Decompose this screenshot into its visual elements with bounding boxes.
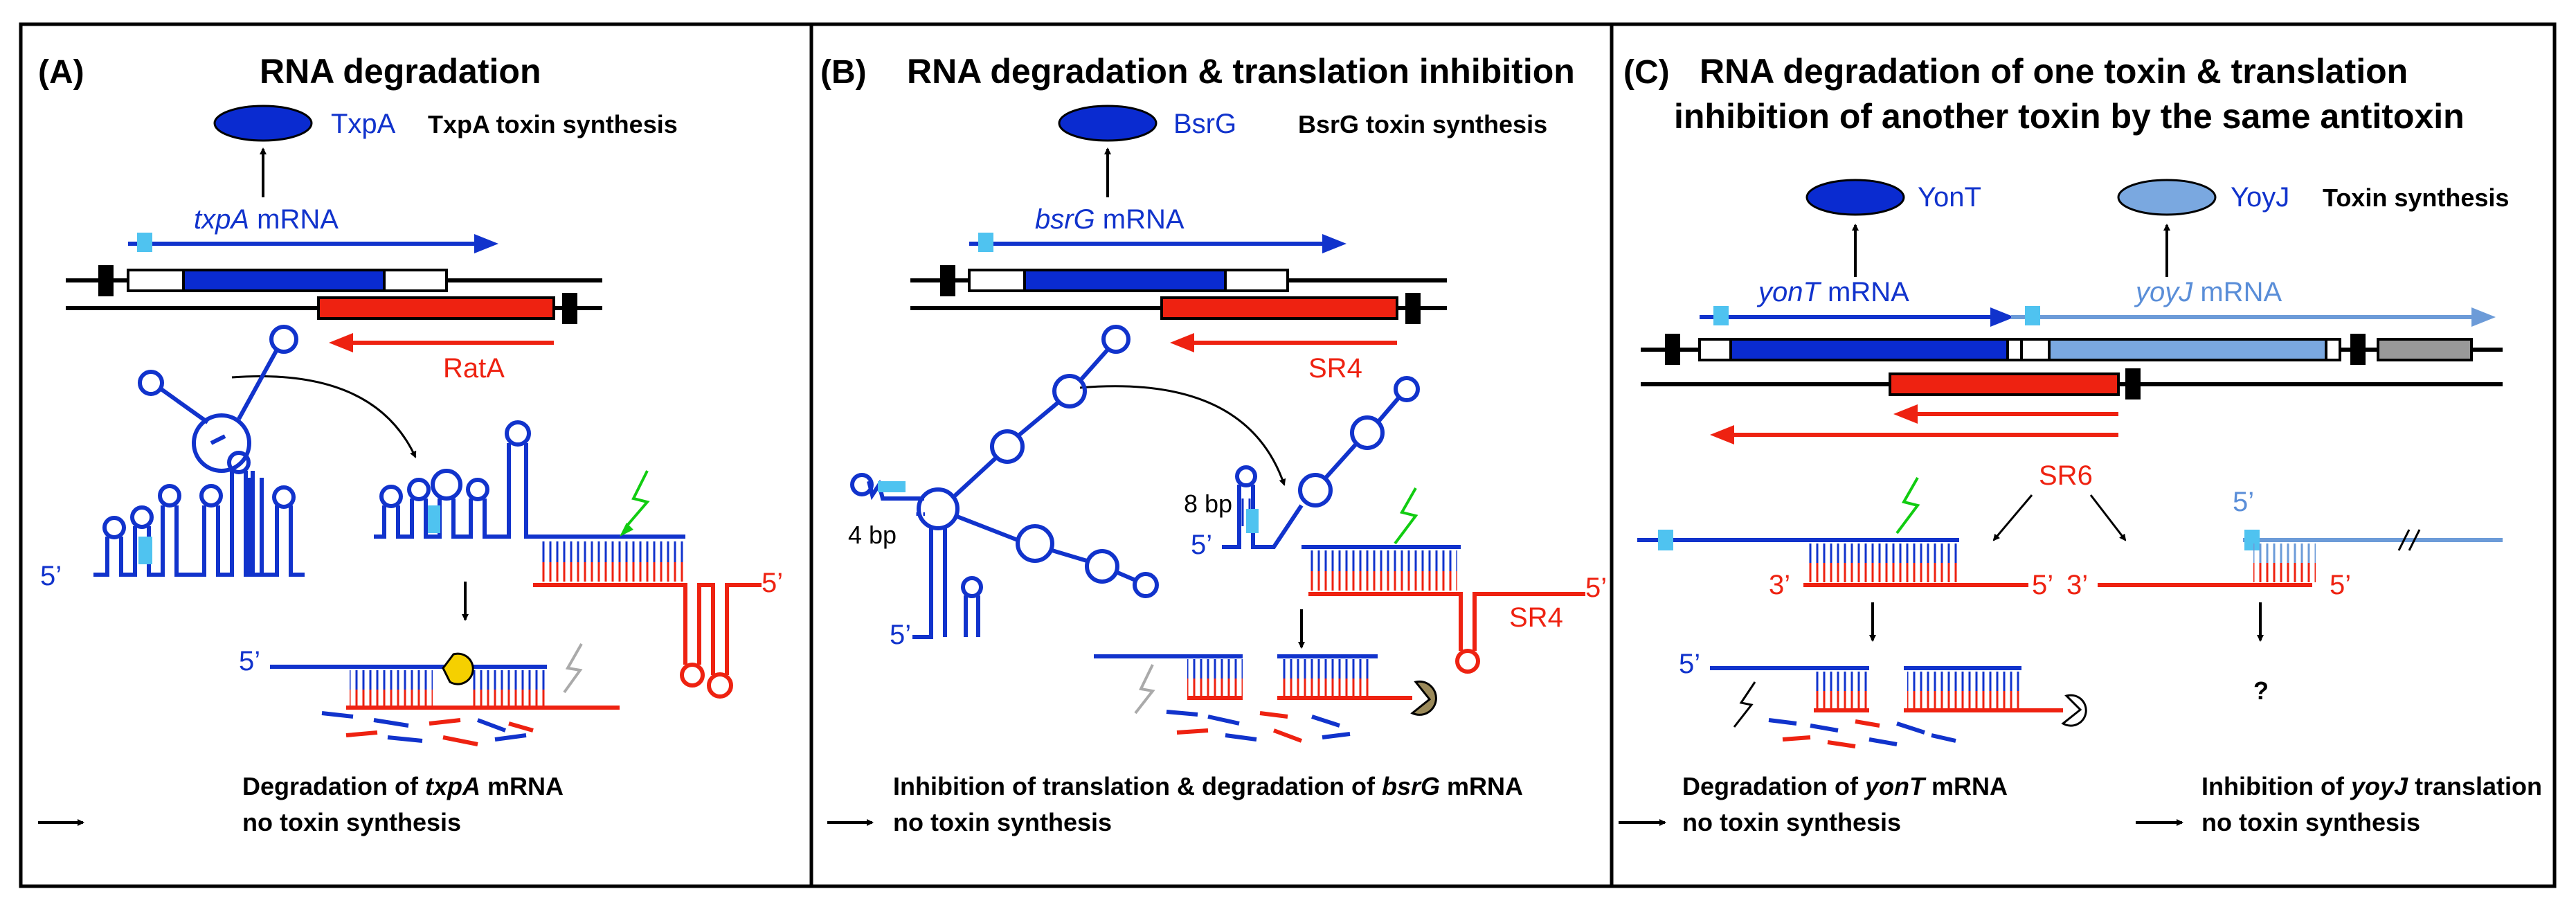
panel-c-result2-line2: no toxin synthesis — [2201, 808, 2420, 836]
panel-c-5prime-right: 5’ — [2330, 570, 2351, 600]
txpa-toxin-ellipse — [213, 105, 313, 142]
panel-a-result-line2: no toxin synthesis — [242, 808, 461, 836]
panel-a-fragments — [321, 711, 534, 746]
panel-c-unknown: ? — [2253, 676, 2269, 705]
panel-b-result-line2: no toxin synthesis — [893, 808, 1112, 836]
panel-a-txpa-orf — [182, 269, 386, 292]
panel-c-sr6-gene — [1889, 372, 2120, 396]
panel-c-yont-orf — [1729, 338, 2009, 361]
panel-c-arrow-left — [1992, 494, 2033, 541]
panel-a-rata-arrowhead — [329, 333, 353, 352]
panel-a-5prime-left: 5’ — [40, 561, 62, 591]
panel-c-3prime-left: 3’ — [1769, 570, 1790, 600]
panel-a-mrna-structure — [93, 325, 305, 577]
panel-c-result1-line1: Degradation of yonT mRNA — [1682, 772, 2008, 800]
panel-c-antitoxin-label: SR6 — [2039, 460, 2093, 491]
panel-a-letter: (A) — [38, 54, 84, 91]
panel-a-middle-sd — [428, 505, 440, 533]
panel-b-sr4-structure — [1308, 592, 1585, 674]
panel-a-synthesis-label: TxpA toxin synthesis — [428, 110, 678, 138]
panel-a-promoter-box — [98, 265, 114, 296]
panel-b-letter: (B) — [820, 54, 867, 91]
panel-a-mrna-arrowhead — [474, 234, 498, 253]
panel-b-5prime-middle: 5’ — [1191, 530, 1212, 560]
panel-b-binding-arrow — [1079, 385, 1286, 486]
panel-a-antitoxin-label: RatA — [443, 353, 505, 384]
panel-b-lightning-gray — [1134, 664, 1155, 715]
panel-a-lightning-gray — [563, 643, 583, 694]
panel-c-mrna1-label: yonT mRNA — [1756, 277, 1909, 307]
panel-b-sr4-duplex-label: SR4 — [1509, 602, 1563, 633]
yoyj-toxin-ellipse — [2117, 179, 2217, 216]
bsrg-toxin-ellipse — [1058, 105, 1158, 142]
panel-c-mrna2-label: yoyJ mRNA — [2134, 277, 2282, 307]
panel-b-sr4-gene — [1160, 296, 1398, 320]
panel-a-pairing-ticks-blue — [540, 541, 685, 562]
panel-a-result-line1: Degradation of txpA mRNA — [242, 772, 564, 800]
panel-a-terminator-box — [562, 293, 577, 324]
panel-b-bsrg-orf — [1023, 269, 1227, 292]
panel-b-result-line1: Inhibition of translation & degradation … — [893, 772, 1523, 800]
panel-a-left-sd — [138, 537, 152, 564]
panel-b-5prime-left: 5’ — [890, 620, 911, 650]
panel-c-result2-line1: Inhibition of yoyJ translation — [2201, 772, 2542, 800]
panel-a-mrna-label: txpA mRNA — [194, 204, 339, 235]
panel-b-antitoxin-label: SR4 — [1308, 353, 1362, 384]
panel-b-mrna-structure — [850, 325, 1159, 639]
panel-a-pairing-ticks-red — [540, 562, 685, 582]
panel-c-break-mark — [2397, 529, 2411, 551]
panel-c-rnase-icon — [2061, 694, 2087, 727]
panel-c-synthesis-label: Toxin synthesis — [2323, 183, 2509, 212]
panel-a-rata-structure — [533, 583, 762, 699]
panel-b-bp-right: 8 bp — [1184, 490, 1232, 518]
panel-a-5prime-bottom: 5’ — [239, 646, 260, 676]
panel-a-5prime-red: 5’ — [762, 568, 783, 598]
panel-a-rnase-icon — [442, 652, 474, 685]
panel-b: (B) RNA degradation & translation inhibi… — [820, 52, 1607, 836]
panel-a-toxin-label: TxpA — [331, 109, 396, 139]
yont-toxin-ellipse — [1805, 179, 1905, 216]
panel-c-result1-line2: no toxin synthesis — [1682, 808, 1901, 836]
panel-b-lightning-green — [1394, 487, 1418, 545]
panel-c-title-line2: inhibition of another toxin by the same … — [1674, 97, 2465, 136]
panel-b-synthesis-label: BsrG toxin synthesis — [1298, 110, 1547, 138]
panel-a: (A) RNA degradation TxpA TxpA toxin synt… — [38, 52, 783, 836]
panel-c-arrow-right — [2089, 494, 2127, 541]
panel-c-letter: (C) — [1623, 54, 1670, 91]
panel-b-rnase-icon — [1410, 680, 1437, 716]
panel-c-lightning-black — [1733, 681, 1756, 728]
panel-c-title-line1: RNA degradation of one toxin & translati… — [1700, 52, 2408, 91]
panel-c-fragments — [1768, 718, 1956, 748]
panel-c-5prime-left: 5’ — [2032, 570, 2053, 600]
panel-c-5prime-bottom: 5’ — [1679, 649, 1700, 679]
panel-c-yoyj-orf — [2048, 338, 2327, 361]
panel-c-lightning-green — [1895, 477, 1920, 535]
panel-b-fragments — [1166, 710, 1351, 743]
panel-a-sd-box — [137, 233, 152, 252]
panel-b-mrna-label: bsrG mRNA — [1035, 204, 1185, 235]
panel-c-gray-gene — [2377, 338, 2473, 361]
panel-c-3prime-right: 3’ — [2066, 570, 2088, 600]
panel-c-5prime-lightblue: 5’ — [2233, 487, 2254, 517]
panel-a-binding-arrow — [231, 375, 417, 458]
panel-a-mrna-middle — [374, 420, 685, 539]
panel-a-title: RNA degradation — [260, 52, 541, 91]
panel-a-rata-gene — [317, 296, 555, 320]
figure-frame — [19, 22, 2557, 888]
panel-b-sd-box — [978, 233, 993, 252]
panel-b-5prime-red: 5’ — [1585, 573, 1607, 603]
panel-c: (C) RNA degradation of one toxin & trans… — [1619, 52, 2542, 836]
panel-b-toxin-label: BsrG — [1173, 109, 1236, 139]
panel-c-toxin1-label: YonT — [1918, 182, 1981, 213]
panel-b-bp-left: 4 bp — [848, 521, 897, 549]
panel-b-title: RNA degradation & translation inhibition — [907, 52, 1575, 91]
panel-a-lightning-green — [625, 470, 650, 528]
panel-c-toxin2-label: YoyJ — [2231, 182, 2289, 213]
